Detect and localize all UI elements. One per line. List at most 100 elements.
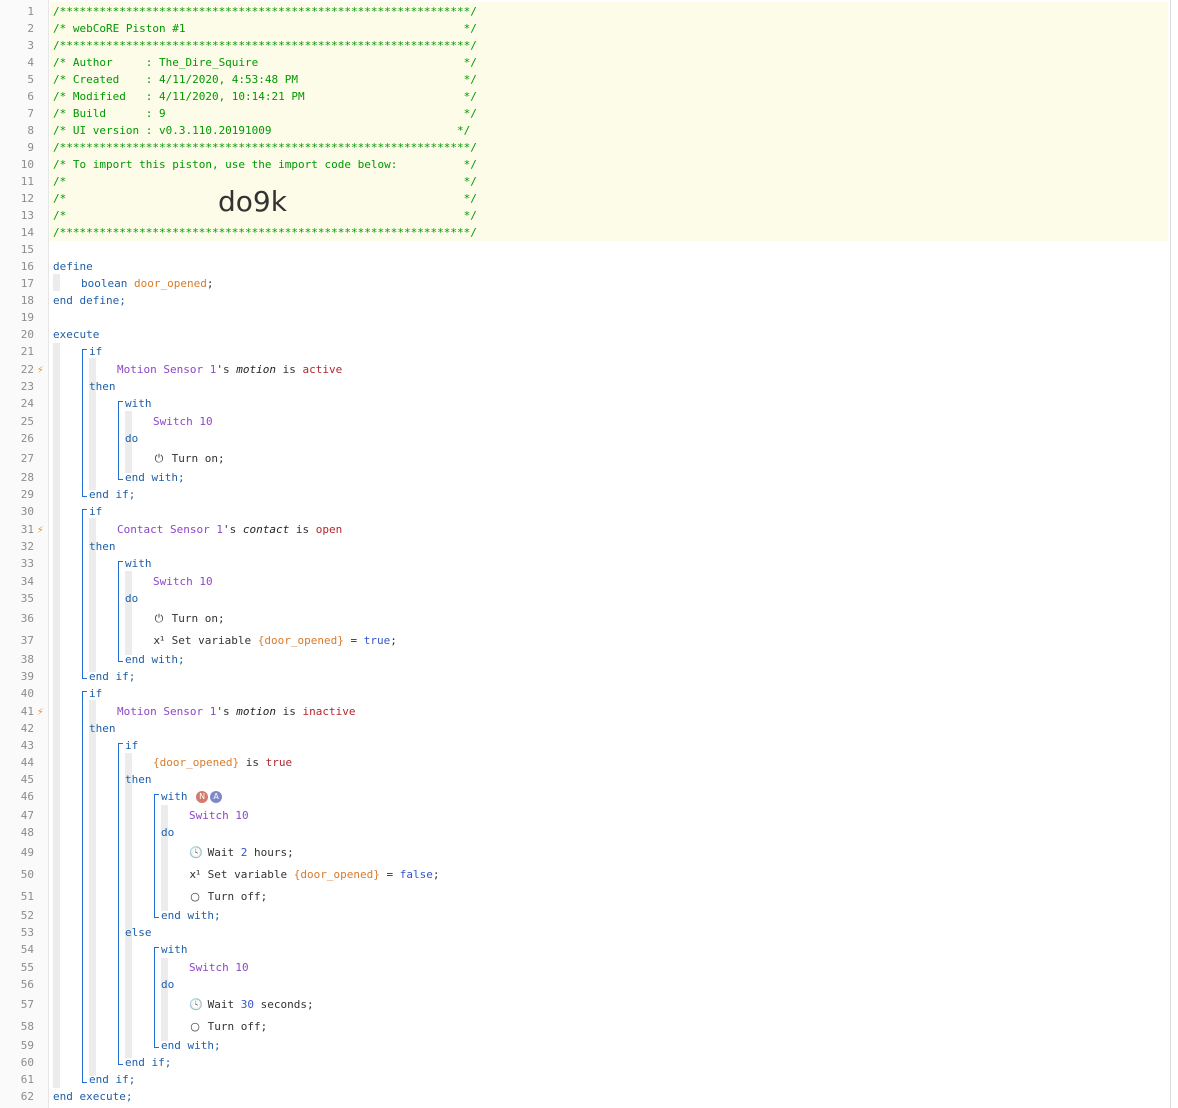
header-author-line: /* Author : The_Dire_Squire */ <box>53 56 477 69</box>
indent-guide <box>161 805 168 911</box>
line-number: 11 <box>20 175 34 188</box>
if-keyword[interactable]: if <box>89 345 103 358</box>
indent-guide <box>89 358 96 490</box>
condition-value: open <box>315 523 343 536</box>
action-line[interactable]: ⏻ Turn on; <box>154 452 225 465</box>
line-number: 56 <box>20 978 34 991</box>
line-number: 48 <box>20 826 34 839</box>
block-bar-bottom <box>154 917 159 918</box>
block-bar <box>154 794 155 918</box>
line-number: 62 <box>20 1090 34 1103</box>
lightning-bolt-icon: ⚡ <box>37 523 44 536</box>
execute-keyword[interactable]: execute <box>53 328 100 341</box>
line-number: 39 <box>20 670 34 683</box>
with-keyword[interactable]: with <box>125 557 152 570</box>
condition-value: inactive <box>302 705 356 718</box>
line-number: 1 <box>27 5 34 18</box>
line-number: 25 <box>20 415 34 428</box>
line-number: 45 <box>20 773 34 786</box>
block-bar-bottom <box>118 1064 123 1065</box>
with-keyword[interactable]: with <box>125 397 152 410</box>
line-number: 20 <box>20 328 34 341</box>
line-number: 36 <box>20 612 34 625</box>
indent-guide <box>161 958 168 1041</box>
line-number: 30 <box>20 505 34 518</box>
block-bar-top <box>154 947 159 948</box>
then-keyword: then <box>89 722 116 735</box>
line-number: 60 <box>20 1056 34 1069</box>
line-number: 54 <box>20 943 34 956</box>
line-number: 43 <box>20 739 34 752</box>
inner-then-keyword: then <box>125 773 152 786</box>
badge-a: A <box>210 791 223 803</box>
var-name: door_opened <box>133 277 207 290</box>
do-keyword: do <box>161 826 175 839</box>
condition-line[interactable]: Motion Sensor 1's motion is active <box>117 363 343 376</box>
inner-if-keyword[interactable]: if <box>125 739 139 752</box>
attribute-name: contact <box>242 523 290 536</box>
line-number: 21 <box>20 345 34 358</box>
end-with-keyword: end with; <box>125 653 185 666</box>
wait-action[interactable]: 🕓 Wait 30 seconds; <box>189 998 314 1011</box>
block-bar-bottom <box>82 678 87 679</box>
indent-guide <box>53 343 60 1088</box>
header-blank-line: /* */ <box>53 209 477 222</box>
power-icon: ⏻ <box>154 612 164 625</box>
condition-line[interactable]: Contact Sensor 1's contact is open <box>117 523 343 536</box>
end-with-keyword: end with; <box>161 1039 221 1052</box>
with-keyword[interactable]: with <box>161 943 188 956</box>
block-bar-top <box>82 691 87 692</box>
inner-condition-line[interactable]: {door_opened} is true <box>153 756 293 769</box>
piston-header-comment-box <box>50 2 1168 241</box>
header-blank-line: /* */ <box>53 192 477 205</box>
indent-guide <box>125 753 132 1058</box>
set-variable-icon: x¹ <box>153 634 165 647</box>
wait-action[interactable]: 🕓 Wait 2 hours; <box>189 846 294 859</box>
lightning-bolt-icon: ⚡ <box>37 363 44 376</box>
end-if-keyword: end if; <box>89 488 136 501</box>
line-number: 42 <box>20 722 34 735</box>
turn-off-action[interactable]: ○ Turn off; <box>190 890 268 903</box>
indent-guide <box>53 274 60 291</box>
clock-icon: 🕓 <box>189 846 203 859</box>
if-keyword[interactable]: if <box>89 687 103 700</box>
line-number: 35 <box>20 592 34 605</box>
turn-off-action[interactable]: ○ Turn off; <box>190 1020 268 1033</box>
line-number: 51 <box>20 890 34 903</box>
block-bar <box>118 743 119 1065</box>
line-number: 16 <box>20 260 34 273</box>
header-border-line: /***************************************… <box>53 141 477 154</box>
import-code[interactable]: do9k <box>218 185 287 218</box>
line-number: 49 <box>20 846 34 859</box>
line-number: 24 <box>20 397 34 410</box>
line-number: 33 <box>20 557 34 570</box>
line-number: 46 <box>20 790 34 803</box>
indent-guide <box>89 700 96 1076</box>
end-with-keyword: end with; <box>125 471 185 484</box>
if-keyword[interactable]: if <box>89 505 103 518</box>
attribute-name: motion <box>236 363 276 376</box>
action-line[interactable]: ⏻ Turn on; <box>154 612 225 625</box>
line-number: 14 <box>20 226 34 239</box>
line-number: 15 <box>20 243 34 256</box>
do-keyword: do <box>125 592 139 605</box>
line-number: 17 <box>20 277 34 290</box>
target-device[interactable]: Switch 10 <box>189 809 249 822</box>
condition-line[interactable]: Motion Sensor 1's motion is inactive <box>117 705 356 718</box>
line-number: 22 <box>20 363 34 376</box>
line-number: 47 <box>20 809 34 822</box>
target-device[interactable]: Switch 10 <box>153 415 213 428</box>
line-number: 52 <box>20 909 34 922</box>
line-number: 37 <box>20 634 34 647</box>
action-line[interactable]: x¹ Set variable {door_opened} = true; <box>153 634 397 647</box>
target-device[interactable]: Switch 10 <box>153 575 213 588</box>
define-keyword[interactable]: define <box>53 260 93 273</box>
set-variable-action[interactable]: x¹ Set variable {door_opened} = false; <box>189 868 440 881</box>
target-device[interactable]: Switch 10 <box>189 961 249 974</box>
header-title-line: /* webCoRE Piston #1 */ <box>53 22 477 35</box>
do-keyword: do <box>161 978 175 991</box>
variable-declaration[interactable]: boolean door_opened; <box>81 277 214 290</box>
